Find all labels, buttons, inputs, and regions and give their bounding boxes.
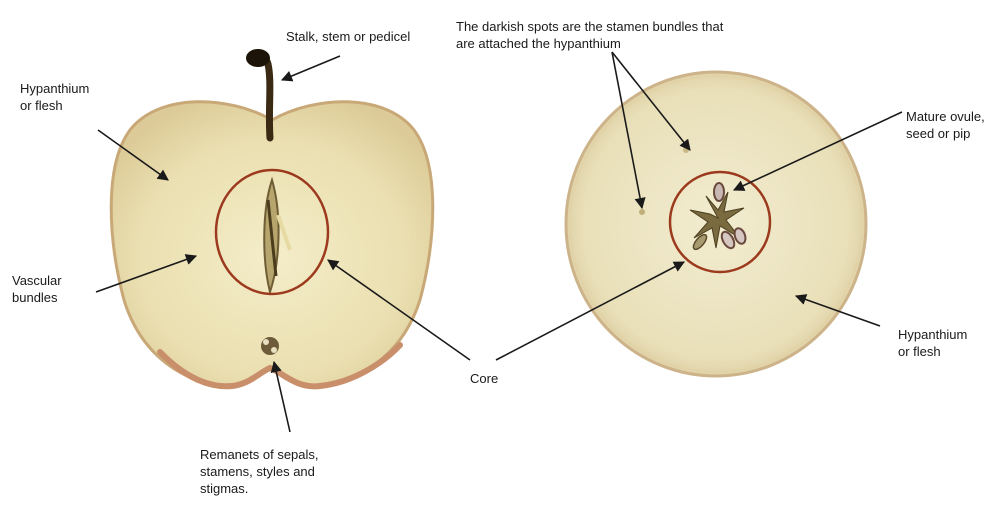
label-vascular-bundles: Vascular bundles xyxy=(12,272,62,306)
seed-icon xyxy=(714,183,724,201)
apple-longitudinal-section xyxy=(111,49,433,386)
label-remnants: Remanets of sepals, stamens, styles and … xyxy=(200,446,319,497)
apple-cross-section xyxy=(566,72,866,376)
calyx-remnant xyxy=(261,337,279,355)
label-core: Core xyxy=(470,370,498,387)
label-hypanthium-left: Hypanthium or flesh xyxy=(20,80,89,114)
label-hypanthium-right: Hypanthium or flesh xyxy=(898,326,967,360)
label-mature-ovule: Mature ovule, seed or pip xyxy=(906,108,985,142)
label-stalk: Stalk, stem or pedicel xyxy=(286,28,410,45)
label-stamen-spots: The darkish spots are the stamen bundles… xyxy=(456,18,723,52)
arrow-stalk xyxy=(282,56,340,80)
